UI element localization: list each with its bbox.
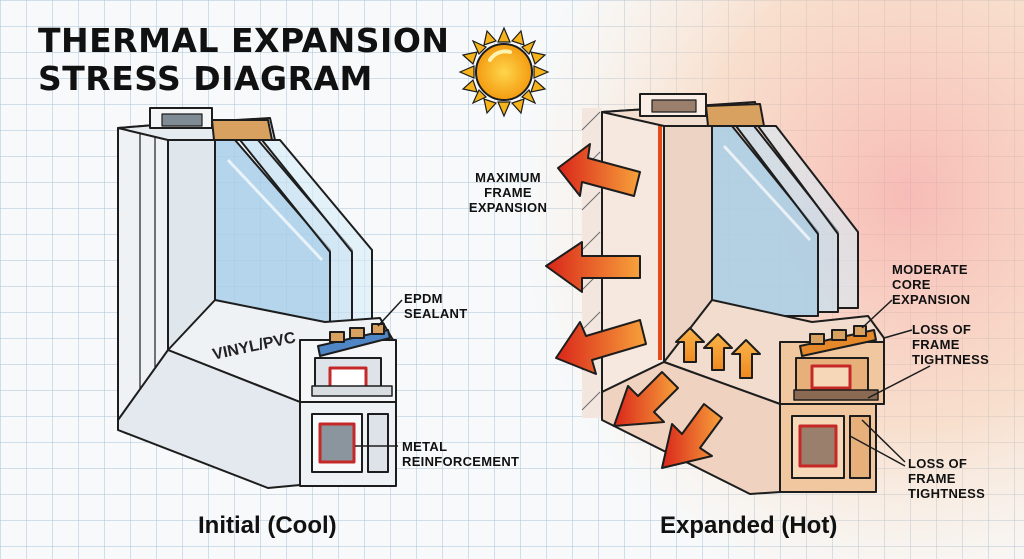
- callout-line: METAL: [402, 439, 519, 454]
- sun-icon: [460, 28, 548, 116]
- metal-reinforcement: [320, 424, 354, 462]
- callout-line: TIGHTNESS: [912, 352, 989, 367]
- callout-line: FRAME: [456, 185, 560, 200]
- title-line-1: THERMAL EXPANSION: [38, 21, 450, 60]
- hot-caption: Expanded (Hot): [660, 512, 837, 540]
- callout-line: CORE: [892, 277, 970, 292]
- callout-line: REINFORCEMENT: [402, 454, 519, 469]
- callout-line: LOSS OF: [908, 456, 985, 471]
- hot-metal-reinforcement: [800, 426, 836, 466]
- title-line-2: STRESS DIAGRAM: [38, 59, 373, 98]
- cool-caption: Initial (Cool): [198, 512, 337, 540]
- callout-line: LOSS OF: [912, 322, 989, 337]
- tightness-callout-1: LOSS OF FRAME TIGHTNESS: [912, 322, 989, 367]
- metal-reinforcement-callout: METAL REINFORCEMENT: [402, 439, 519, 469]
- core-expansion-callout: MODERATE CORE EXPANSION: [892, 262, 970, 307]
- callout-line: MAXIMUM: [456, 170, 560, 185]
- tightness-callout-2: LOSS OF FRAME TIGHTNESS: [908, 456, 985, 501]
- max-expansion-callout: MAXIMUM FRAME EXPANSION: [456, 170, 560, 215]
- callout-line: EPDM: [404, 291, 468, 306]
- page-title: THERMAL EXPANSION STRESS DIAGRAM: [38, 22, 450, 98]
- callout-line: SEALANT: [404, 306, 468, 321]
- callout-line: FRAME: [908, 471, 985, 486]
- callout-line: EXPANSION: [892, 292, 970, 307]
- callout-line: EXPANSION: [456, 200, 560, 215]
- callout-line: TIGHTNESS: [908, 486, 985, 501]
- callout-line: FRAME: [912, 337, 989, 352]
- callout-line: MODERATE: [892, 262, 970, 277]
- epdm-sealant-callout: EPDM SEALANT: [404, 291, 468, 321]
